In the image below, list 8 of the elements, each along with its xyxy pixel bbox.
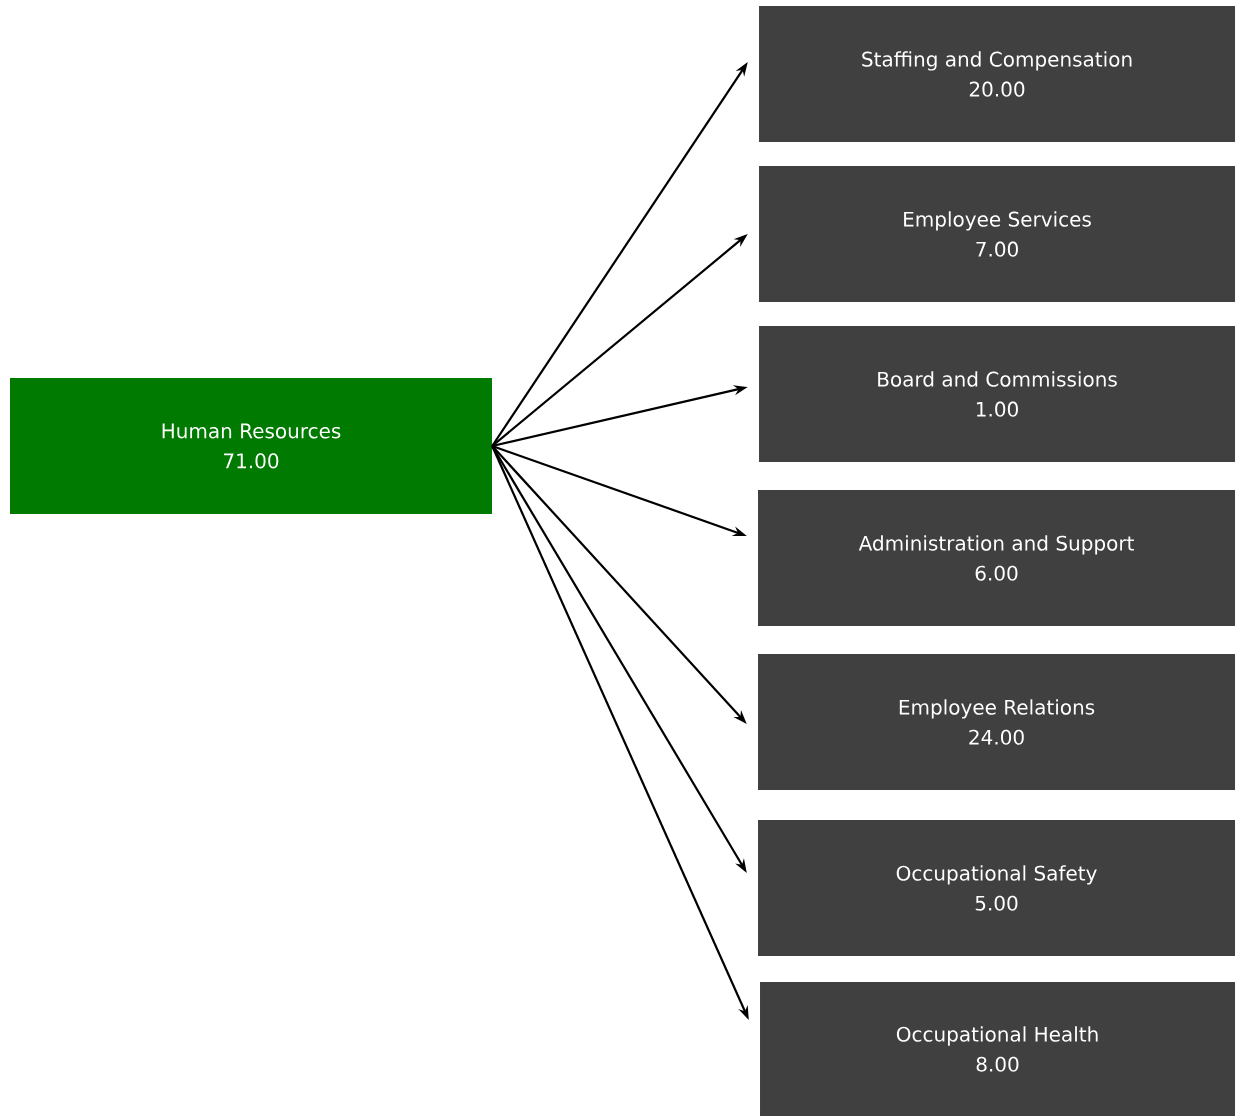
unit-box: Occupational Safety 5.00 (758, 820, 1235, 956)
unit-box: Employee Services 7.00 (759, 166, 1235, 302)
unit-box: Occupational Health 8.00 (760, 982, 1235, 1116)
unit-box: Staffing and Compensation 20.00 (759, 6, 1235, 142)
department-box: Human Resources 71.00 (10, 378, 492, 514)
unit-box: Employee Relations 24.00 (758, 654, 1235, 790)
unit-box: Administration and Support 6.00 (758, 490, 1235, 626)
unit-box: Board and Commissions 1.00 (759, 326, 1235, 462)
